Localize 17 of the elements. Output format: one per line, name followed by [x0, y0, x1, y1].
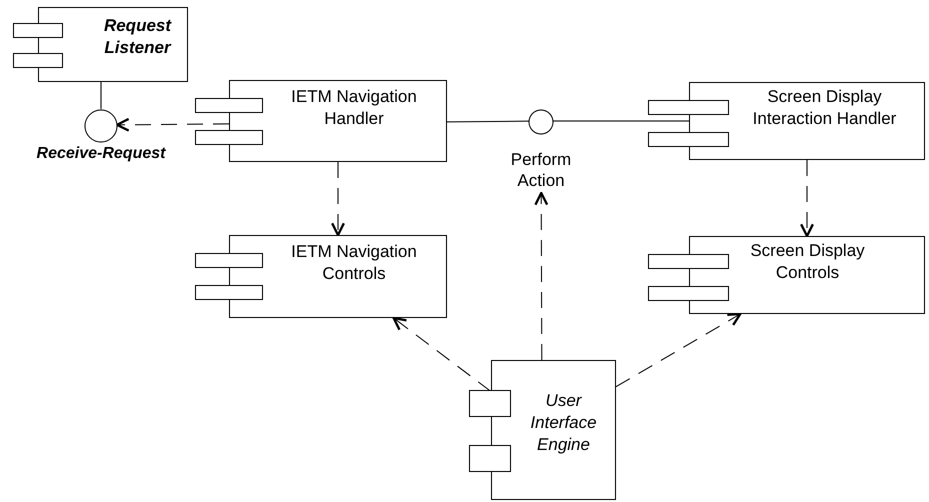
component-name: User Interface Engine	[529, 390, 598, 456]
dependency-arrow	[800, 160, 814, 238]
interface-label: Perform Action	[510, 149, 572, 191]
connector-line	[446, 120, 530, 122]
dependency-arrow	[616, 312, 742, 388]
interface-label: Receive-Request	[36, 144, 167, 164]
dependency-arrow	[116, 118, 230, 132]
component-name: IETM Navigation Handler	[290, 86, 418, 130]
connector-line	[100, 82, 102, 110]
dependency-arrow	[392, 316, 492, 392]
component-name: Screen Display Controls	[749, 240, 866, 284]
component-name: IETM Navigation Controls	[290, 241, 418, 285]
component-name: Screen Display Interaction Handler	[752, 86, 898, 130]
dependency-arrow	[534, 192, 548, 360]
component-name: Request Listener	[102, 15, 172, 59]
dependency-arrow	[331, 162, 345, 236]
connector-line	[552, 120, 690, 122]
